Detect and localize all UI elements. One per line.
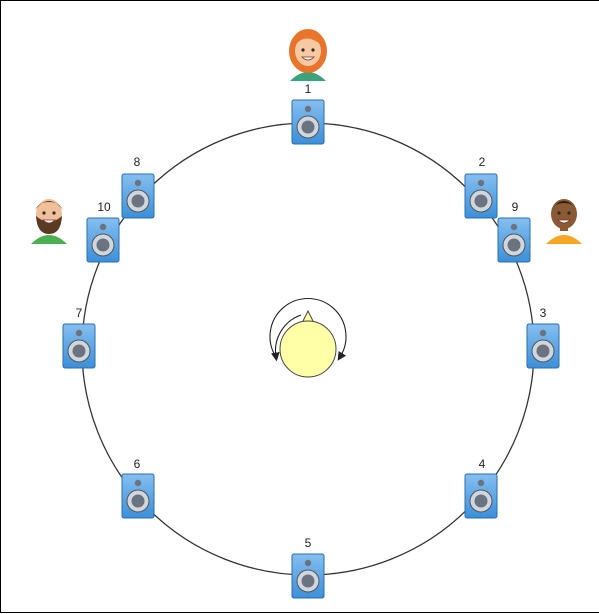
speaker-label: 1 — [305, 82, 312, 96]
hair — [551, 201, 577, 210]
hair — [35, 201, 63, 210]
woofer-cone — [96, 238, 110, 252]
rotation-arrows-icon — [269, 297, 347, 361]
woofer-cone — [474, 494, 488, 508]
eye — [42, 211, 46, 215]
smile — [557, 219, 571, 224]
speaker-label: 10 — [97, 200, 111, 214]
bangs — [294, 33, 322, 47]
tweeter — [510, 223, 518, 231]
face — [551, 199, 577, 229]
shirt — [31, 235, 67, 244]
shirt — [290, 72, 326, 81]
woofer-cone — [301, 574, 315, 588]
eye — [557, 211, 561, 215]
speaker-10: 10 — [86, 200, 120, 263]
speaker-array: 1 2 3 4 5 6 7 8 9 10 — [62, 82, 560, 599]
eye — [567, 211, 571, 215]
woofer-cone — [131, 494, 145, 508]
tweeter — [477, 479, 485, 487]
speaker-2: 2 — [464, 155, 498, 219]
speaker-9: 9 — [497, 200, 531, 263]
woofer-cone — [536, 344, 550, 358]
speaker-4: 4 — [464, 457, 498, 519]
man-avatar-left-icon — [31, 199, 67, 244]
woofer-cone — [131, 194, 145, 208]
speaker-8: 8 — [121, 155, 155, 219]
speaker-label: 8 — [134, 155, 141, 169]
smile — [301, 56, 315, 61]
face — [295, 36, 321, 66]
speaker-label: 4 — [479, 457, 486, 471]
speaker-label: 6 — [134, 457, 141, 471]
speaker-1: 1 — [291, 82, 325, 145]
tweeter — [477, 179, 485, 187]
tweeter — [304, 105, 312, 113]
woofer-cone — [301, 120, 315, 134]
woofer-cone — [507, 238, 521, 252]
tweeter — [75, 329, 83, 337]
eye — [52, 211, 56, 215]
speaker-label: 5 — [305, 536, 312, 550]
man-avatar-right-icon — [546, 199, 582, 244]
speaker-3: 3 — [526, 306, 560, 369]
tweeter — [99, 223, 107, 231]
speaker-label: 7 — [76, 306, 83, 320]
people-group — [31, 29, 582, 244]
eye — [311, 48, 315, 52]
tweeter — [539, 329, 547, 337]
listener-head-icon — [269, 297, 347, 378]
tweeter — [134, 179, 142, 187]
speaker-6: 6 — [121, 457, 155, 519]
rotation-arrow-left — [270, 314, 302, 362]
speaker-label: 2 — [479, 155, 486, 169]
speaker-5: 5 — [291, 536, 325, 599]
speaker-label: 3 — [540, 306, 547, 320]
eye — [301, 48, 305, 52]
tweeter — [304, 559, 312, 567]
smile — [42, 219, 56, 224]
woman-avatar-icon — [289, 29, 327, 81]
woofer-cone — [72, 344, 86, 358]
beard — [36, 216, 62, 234]
speaker-label: 9 — [512, 200, 519, 214]
tweeter — [134, 479, 142, 487]
woofer-cone — [474, 194, 488, 208]
speaker-7: 7 — [62, 306, 96, 369]
shirt — [546, 235, 582, 244]
listener-head — [279, 320, 337, 378]
